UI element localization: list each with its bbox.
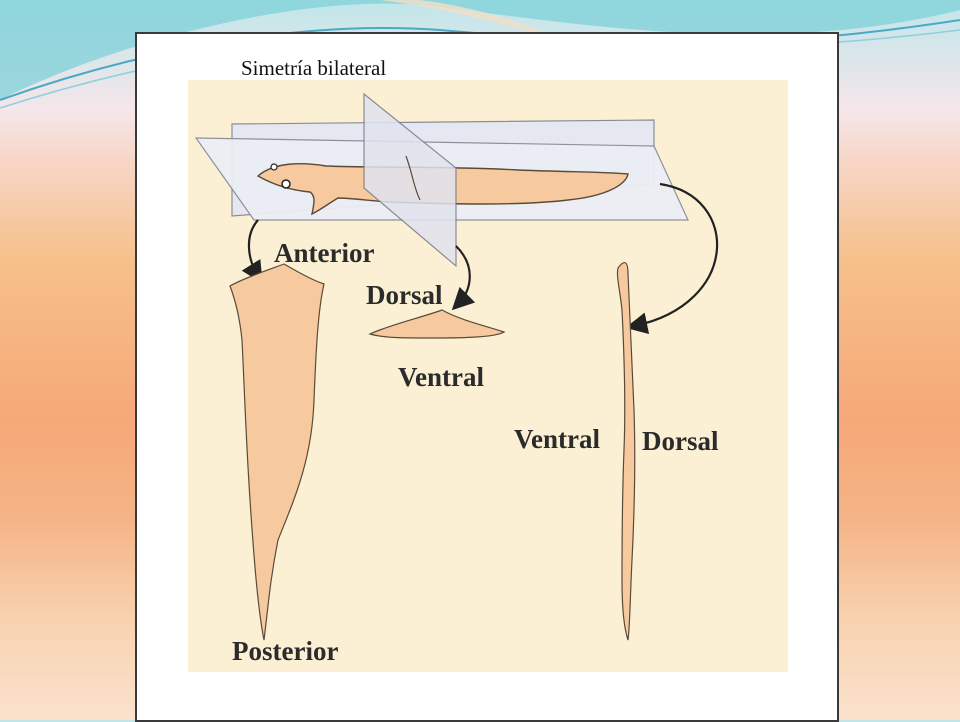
label-ventral-sagittal: Ventral <box>514 424 600 454</box>
fish-eye <box>281 179 291 189</box>
frontal-section-shape <box>229 263 325 641</box>
arrow-to-sagittal-section <box>625 182 719 335</box>
slide-title: Simetría bilateral <box>241 56 387 80</box>
sagittal-section-shape <box>616 262 636 641</box>
label-posterior: Posterior <box>232 636 338 666</box>
cross-section-shape <box>368 309 506 339</box>
diagram-frame: Simetría bilateral <box>135 32 839 722</box>
bilateral-symmetry-diagram: Anterior Posterior Dorsal Ventral Ventra… <box>194 92 719 666</box>
label-ventral-cross: Ventral <box>398 362 484 392</box>
arrow-to-cross-section <box>451 245 476 311</box>
diagram-panel: Anterior Posterior Dorsal Ventral Ventra… <box>188 80 788 672</box>
label-dorsal-cross: Dorsal <box>366 280 443 310</box>
cut-line <box>405 155 421 201</box>
arrow-to-frontal-section <box>241 219 263 284</box>
fish-nostril <box>270 163 278 171</box>
label-dorsal-sagittal: Dorsal <box>642 426 719 456</box>
transverse-plane <box>363 92 457 268</box>
label-anterior: Anterior <box>274 238 374 268</box>
